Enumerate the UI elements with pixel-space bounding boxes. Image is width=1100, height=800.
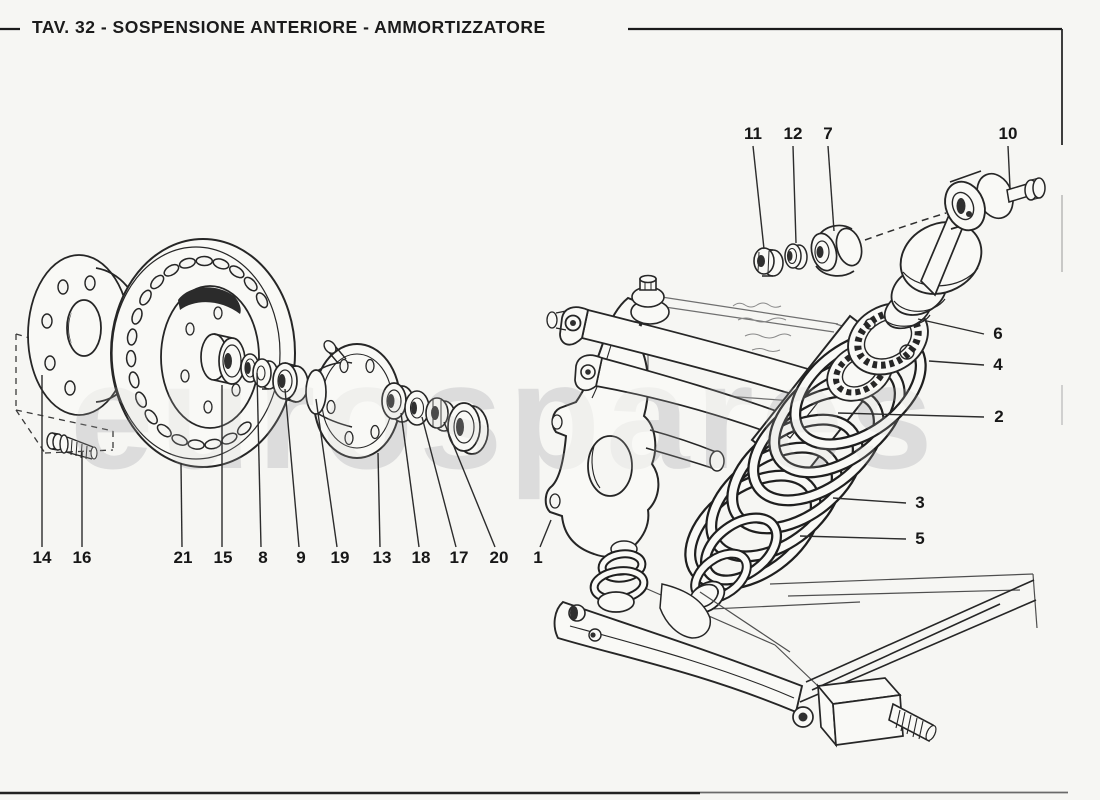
callout-leader-11 [752,145,765,250]
callout-leader-18 [400,412,420,548]
part-number-20: 20 [490,548,509,567]
part-number-2: 2 [994,407,1003,426]
part-number-11: 11 [744,124,762,143]
part-number-5: 5 [915,529,924,548]
panel-scribble-marks [732,302,792,352]
part-number-1: 1 [533,548,542,567]
pivot-stud [888,702,937,743]
wheel-flange-part14 [27,254,143,416]
callout-leader-3 [832,497,907,504]
lower-control-arm [553,540,1037,748]
bolt-part16 [46,432,98,460]
disc-center-opening [178,287,241,314]
part-number-12: 12 [784,124,803,143]
part-number-21: 21 [174,548,193,567]
spring-mount-bracket [659,583,712,639]
callout-leader-13 [377,452,381,548]
frame-sill-lines [689,573,1038,629]
part-number-13: 13 [373,548,392,567]
pivot-bolt-head [546,310,567,331]
part-number-3: 3 [915,493,924,512]
spacer-ring [447,402,489,455]
bearing-part15 [200,333,246,385]
nut-part11 [753,247,784,277]
alignment-dashed-line [864,212,947,241]
part-number-16: 16 [73,548,92,567]
upper-ball-joint [630,274,670,327]
mount-bolt-part10 [1006,177,1046,203]
callout-leader-8 [256,372,262,548]
title-block: TAV. 32 - SOSPENSIONE ANTERIORE - AMMORT… [0,17,1062,37]
part-number-15: 15 [214,548,233,567]
callout-leader-9 [284,388,300,548]
part-number-9: 9 [296,548,305,567]
callout-leader-1 [539,519,552,548]
callout-leader-10 [1007,145,1011,189]
watermark-overlay: eurospares [70,332,939,500]
pivot-housing-box [792,677,904,748]
part-number-17: 17 [450,548,469,567]
callout-leader-21 [180,462,183,548]
washer-part12 [784,243,808,270]
tie-rod-arm [645,429,725,472]
part-number-8: 8 [258,548,267,567]
lower-ball-joint-stack [589,540,649,613]
part-number-14: 14 [33,548,52,567]
callout-leader-12 [792,145,797,244]
disc-vent-slots [125,255,269,450]
part-number-6: 6 [993,324,1002,343]
part-number-7: 7 [823,124,832,143]
callout-leader-19 [315,398,338,548]
part-number-4: 4 [993,355,1003,374]
wheel-stud [323,340,347,364]
sheet-title: TAV. 32 - SOSPENSIONE ANTERIORE - AMMORT… [32,17,546,37]
part-number-10: 10 [999,124,1018,143]
bearing-part19 [272,362,309,403]
wheel-hub-part13 [305,340,401,459]
shock-absorber-assembly [683,170,1046,619]
spring-lower-seat-part5 [688,512,783,614]
callout-leader-20 [443,421,496,548]
bushing-part7 [810,224,863,277]
part-number-18: 18 [412,548,431,567]
part-number-19: 19 [331,548,350,567]
part-callouts: 11 12 7 10 6 4 2 3 5 14 16 21 15 8 9 19 13 18 17 20 1 [33,124,1018,567]
callout-leader-7 [827,145,835,232]
page-borders [0,29,1068,795]
callout-leader-17 [421,416,457,548]
callout-leader-5 [799,535,907,540]
callout-leader-4 [928,360,985,366]
callout-leader-2 [837,412,985,418]
callout-leader-6 [917,318,985,335]
